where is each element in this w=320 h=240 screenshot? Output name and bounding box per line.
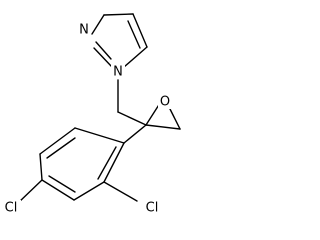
bond-ar3-ar4 xyxy=(39,153,43,181)
chemical-structure-diagram: N N O Cl Cl xyxy=(1,13,181,216)
atom-cl-para: Cl xyxy=(5,201,18,216)
bond-ar1-ar2 xyxy=(74,127,125,144)
bond-ar6-ar1 xyxy=(103,142,125,183)
atom-cl-ortho: Cl xyxy=(146,201,159,216)
bond-c5-n1 xyxy=(123,46,148,68)
bond-ar6-ar1-double xyxy=(97,146,117,180)
atom-o: O xyxy=(160,95,170,110)
bond-epoxide-c-ar xyxy=(123,124,147,144)
bond-c2-c4-upper xyxy=(103,13,134,16)
atom-n3: N xyxy=(79,23,89,38)
bond-ar4-ar5 xyxy=(41,179,75,201)
bond-ch2-epoxide-c xyxy=(117,111,147,126)
bond-ar2-ar3 xyxy=(39,127,76,155)
n1-label-bg xyxy=(111,64,125,79)
cl-ortho-label-bg xyxy=(142,200,162,215)
o-label-bg xyxy=(158,94,172,109)
bond-c4-c5-double xyxy=(127,20,141,49)
bond-n1-c2-double xyxy=(95,41,112,60)
cl-para-label-bg xyxy=(1,200,21,215)
bond-n1-c2 xyxy=(93,47,113,68)
bond-ar5-ar6 xyxy=(73,181,105,201)
imidazole-ring xyxy=(91,13,148,68)
n3-label-bg xyxy=(77,22,91,37)
dichlorophenyl-ring xyxy=(39,124,147,201)
bond-ar2-ar3-double xyxy=(46,137,76,159)
bond-ar6-cl xyxy=(103,181,138,202)
bond-ar4-ar5-double xyxy=(48,175,76,193)
bond-n3-c2 xyxy=(91,14,105,35)
atom-n1: N xyxy=(113,65,123,80)
bond-ch2-epoxide-c2 xyxy=(145,124,181,130)
bond-ar4-cl xyxy=(17,179,43,204)
bond-c4-c5 xyxy=(132,13,148,48)
